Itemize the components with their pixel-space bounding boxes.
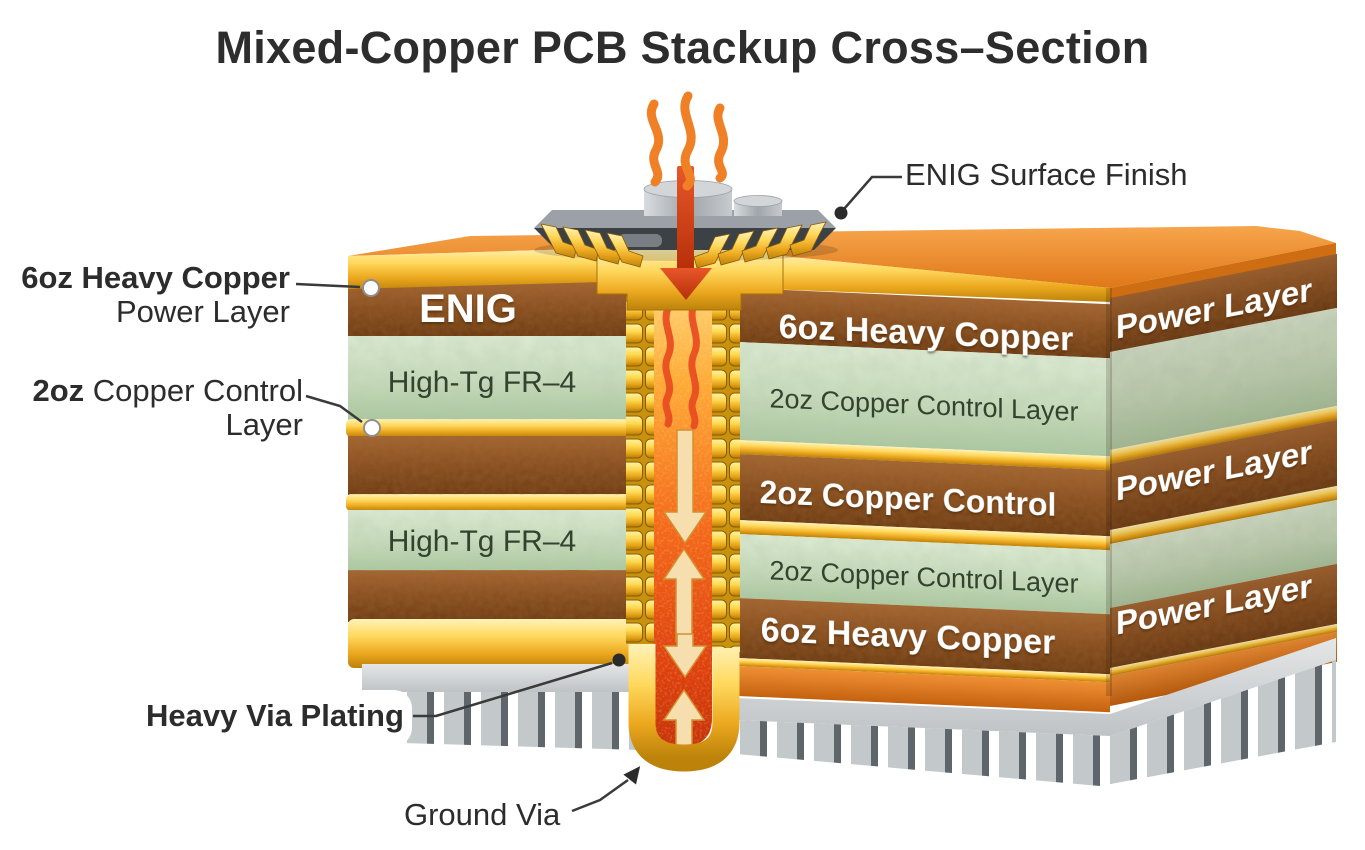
left-gold-lip-2 [346, 494, 646, 511]
callout-copper-control-line1: 2oz Copper Control [0, 373, 303, 408]
side-bottom-copper-band [1110, 631, 1337, 706]
left-bottom-gold-band [348, 619, 658, 668]
side-gold-band-2 [1110, 485, 1337, 544]
callout-bubble [316, 690, 412, 746]
flame-icon [662, 304, 674, 428]
front-gold-thin [738, 658, 1110, 683]
callout-enig-surface-finish: ENIG Surface Finish [905, 157, 1188, 192]
stack-side-face: Power Layer Power Layer Power Layer [1110, 253, 1337, 706]
component-gold-leads [540, 221, 827, 269]
heat-arrow-down-icon [662, 633, 708, 679]
heat-wave-icon [680, 91, 696, 191]
heatsink-left [362, 664, 642, 750]
thermal-via [596, 248, 784, 772]
leader-copper-control [305, 394, 363, 424]
left-top-gold-bevel [348, 247, 642, 291]
stack-front-face: 6oz Heavy Copper 2oz Copper Control Laye… [738, 288, 1110, 713]
heat-arrow-down-icon [662, 429, 708, 545]
heat-input-arrow-head [660, 268, 712, 300]
callout-copper-control-bold: 2oz [32, 373, 85, 408]
surface-component [534, 180, 838, 269]
heatsink-left-fins [366, 692, 642, 750]
callout-ground-via: Ground Via [404, 797, 561, 832]
heat-wave-icon [646, 99, 664, 187]
via-heat-flow-arrows [662, 429, 708, 761]
front-gold-band-1 [738, 440, 1110, 471]
side-gold-band-1 [1110, 405, 1337, 464]
left-gold-lip-1 [346, 419, 646, 437]
callout-heavy-via-plating: Heavy Via Plating [146, 698, 404, 733]
marker-dot-copper-control [363, 419, 381, 437]
leader-lines [295, 175, 902, 813]
marker-dot-heavy-copper [362, 279, 380, 297]
component-tab [618, 234, 662, 247]
via-ground-barrel [628, 644, 740, 772]
front-bottom-copper-band [738, 666, 1110, 713]
leader-via-plating [413, 661, 613, 718]
heatsink-right-fins [736, 660, 1336, 786]
callout-heavy-copper-line1: 6oz Heavy Copper [21, 260, 290, 295]
callout-copper-control-layer: 2oz Copper Control Layer [0, 373, 303, 443]
page-title: Mixed-Copper PCB Stackup Cross–Section [215, 22, 1150, 73]
callout-copper-control-rest: Copper Control [84, 373, 303, 408]
leader-heavy-copper [295, 282, 361, 289]
callout-heavy-copper-line2: Power Layer [115, 294, 290, 330]
marker-arrowhead-ground-via [623, 766, 641, 785]
stack-left-face: ENIG High-Tg FR–4 High-Tg FR–4 [346, 247, 658, 668]
side-gold-thin [1110, 623, 1337, 676]
marker-dot-via-plating [612, 653, 626, 667]
heat-wave-icon [713, 103, 729, 183]
left-label-fr4-upper: High-Tg FR–4 [388, 366, 576, 399]
leader-enig [843, 175, 902, 210]
left-label-fr4-lower: High-Tg FR–4 [388, 525, 576, 558]
corner-edge-shade [1106, 288, 1112, 696]
via-heat-flames [662, 300, 700, 430]
callout-copper-control-line2: Layer [225, 407, 303, 443]
board-top-front-bevel-right [740, 252, 1110, 302]
heat-input-arrow-shaft [677, 166, 694, 272]
leader-ground-via [571, 778, 629, 813]
callout-heavy-copper-power-layer: 6oz Heavy Copper Power Layer [0, 260, 290, 330]
left-label-enig: ENIG [419, 287, 517, 331]
front-gold-band-2 [738, 520, 1110, 551]
marker-dot-enig [834, 206, 848, 220]
flame-icon [688, 300, 700, 430]
heatsink-right [736, 638, 1336, 786]
incoming-heat [646, 91, 729, 300]
